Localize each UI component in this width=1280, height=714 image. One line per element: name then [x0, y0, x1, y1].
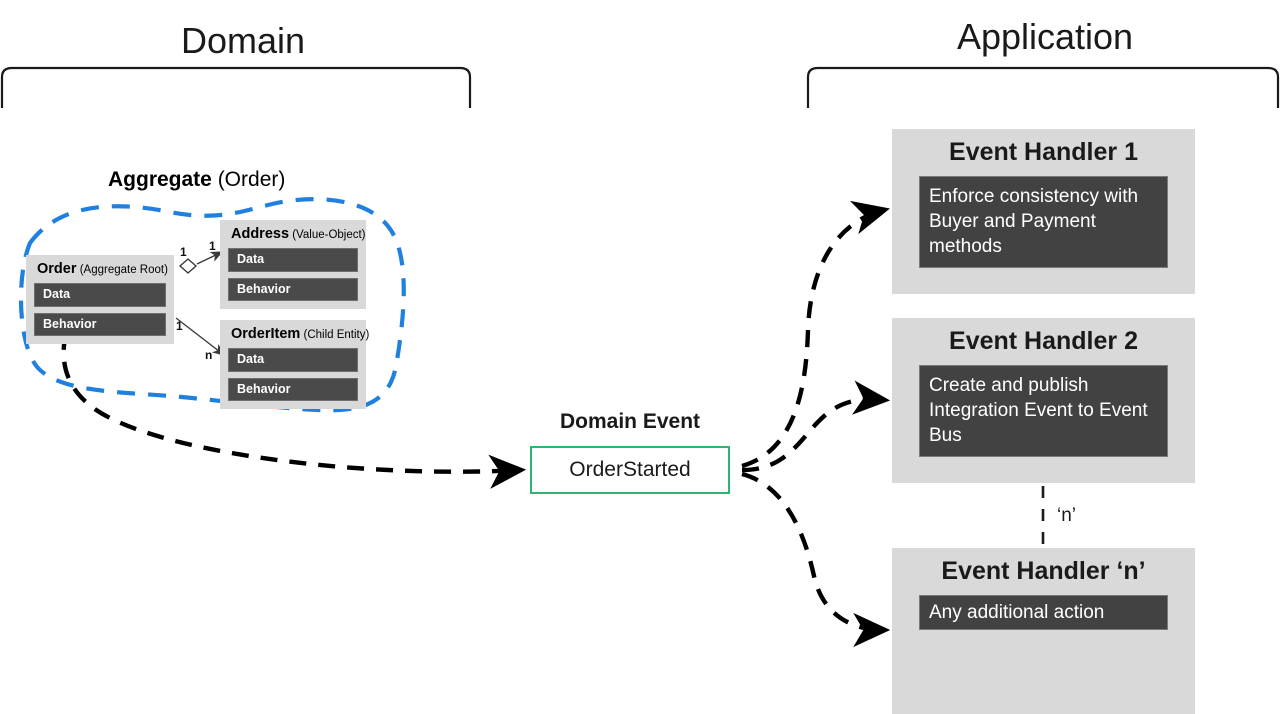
event-handler-2-title: Event Handler 2 [949, 327, 1138, 355]
event-handler-1-body: Enforce consistency with Buyer and Payme… [919, 175, 1168, 268]
entity-name-address: Address [231, 226, 290, 242]
domain-event-box[interactable]: OrderStarted [530, 446, 730, 494]
event-handler-1-title: Event Handler 1 [949, 138, 1138, 166]
entity-card-orderitem[interactable]: OrderItem (Child Entity) Data Behavior [220, 320, 369, 410]
arrow-domain-event-to-handler-n [741, 471, 891, 648]
entity-title-orderitem: OrderItem (Child Entity) [231, 326, 369, 343]
entity-card-address[interactable]: Address (Value-Object) Data Behavior [220, 220, 366, 310]
entity-member-data[interactable]: Data [228, 247, 358, 272]
cardinality-order-address-target: 1 [209, 239, 216, 253]
aggregate-label-strong: Aggregate [108, 168, 212, 191]
event-handler-n-body: Any additional action [919, 594, 1168, 630]
cardinality-order-address-source: 1 [180, 245, 187, 259]
application-bracket [806, 66, 1280, 108]
aggregation-diamond [178, 258, 198, 274]
domain-section-title: Domain [180, 20, 306, 61]
cardinality-order-orderitem-target: n [205, 348, 213, 362]
entity-kind-orderitem: (Child Entity) [300, 329, 370, 341]
entity-kind-address: (Value-Object) [289, 229, 366, 241]
entity-member-behavior[interactable]: Behavior [34, 312, 166, 337]
entity-name-order: Order [37, 261, 77, 277]
relation-order-address [196, 251, 224, 265]
entity-member-behavior[interactable]: Behavior [228, 377, 358, 402]
aggregate-label: Aggregate (Order) [108, 168, 285, 192]
cardinality-order-orderitem-source: 1 [176, 319, 183, 333]
event-handler-1[interactable]: Event Handler 1 Enforce consistency with… [892, 129, 1195, 294]
entity-title-order: Order (Aggregate Root) [37, 261, 168, 278]
arrow-domain-event-to-handler-2 [741, 380, 891, 473]
relation-order-orderitem [175, 317, 226, 356]
entity-member-behavior[interactable]: Behavior [228, 277, 358, 302]
event-handler-2[interactable]: Event Handler 2 Create and publish Integ… [892, 318, 1195, 483]
domain-event-name: OrderStarted [569, 458, 691, 481]
domain-event-title: Domain Event [559, 410, 701, 433]
domain-bracket [0, 66, 472, 108]
event-handler-n[interactable]: Event Handler ‘n’ Any additional action [892, 548, 1195, 714]
entity-card-order[interactable]: Order (Aggregate Root) Data Behavior [26, 255, 174, 345]
event-handler-n-title: Event Handler ‘n’ [941, 557, 1146, 585]
event-handler-2-body: Create and publish Integration Event to … [919, 364, 1168, 457]
application-section-title: Application [956, 16, 1134, 57]
entity-member-data[interactable]: Data [228, 347, 358, 372]
handler-multiplicity-label: ‘n’ [1057, 505, 1077, 526]
entity-title-address: Address (Value-Object) [231, 226, 366, 243]
aggregate-label-light: (Order) [211, 168, 286, 191]
entity-member-data[interactable]: Data [34, 282, 166, 307]
entity-name-orderitem: OrderItem [231, 326, 301, 342]
entity-kind-order: (Aggregate Root) [76, 264, 168, 276]
arrow-domain-event-to-handler-1 [741, 200, 890, 469]
